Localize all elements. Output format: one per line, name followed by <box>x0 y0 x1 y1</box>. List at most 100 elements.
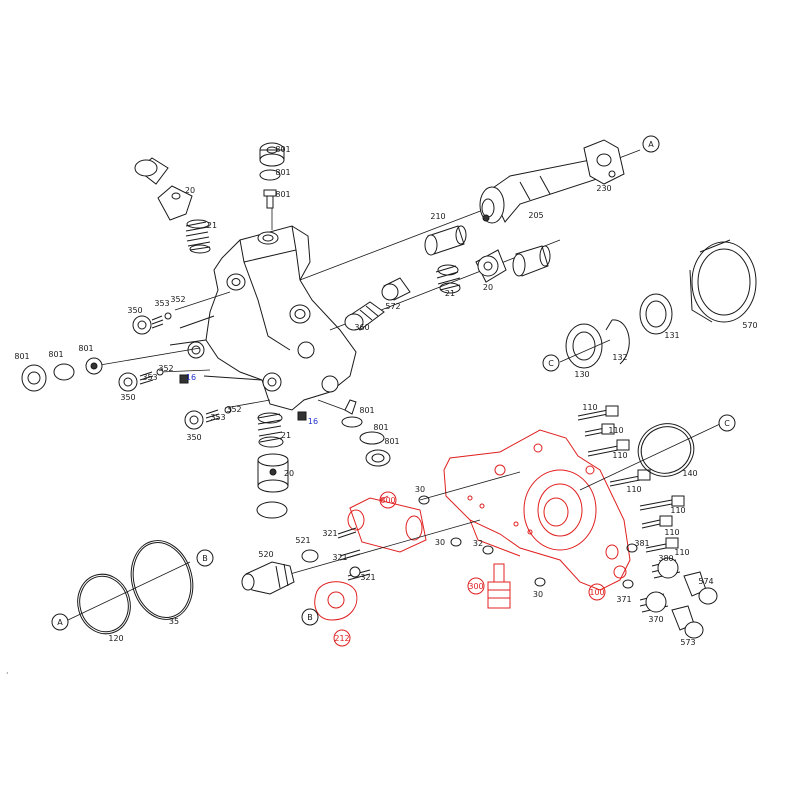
callout-c-right: C <box>718 414 736 432</box>
part-label-371: 371 <box>616 595 631 604</box>
part-label-800: 800 <box>380 496 395 505</box>
part-label-132: 132 <box>612 353 627 362</box>
sensor-520 <box>241 561 295 595</box>
part-label-350: 350 <box>186 433 201 442</box>
part-label-801: 801 <box>78 344 93 353</box>
part-label-370: 370 <box>648 615 663 624</box>
part-label-574: 574 <box>698 577 713 586</box>
callout-a-bottom: A <box>51 613 69 631</box>
part-label-205: 205 <box>528 211 543 220</box>
part-label-801: 801 <box>275 168 290 177</box>
part-label-110: 110 <box>664 528 679 537</box>
part-label-801: 801 <box>275 190 290 199</box>
part-label-110: 110 <box>608 426 623 435</box>
part-label-380: 380 <box>658 554 673 563</box>
part-label-350: 350 <box>127 306 142 315</box>
part-label-321: 321 <box>322 529 337 538</box>
part-label-352: 352 <box>170 295 185 304</box>
part-label-21: 21 <box>281 431 291 440</box>
callout-b-bottom: B <box>301 608 319 626</box>
spring-upper-left <box>185 219 211 254</box>
part-label-20: 20 <box>284 469 294 478</box>
valve-800 <box>347 495 427 553</box>
plug-right-801 <box>341 399 391 467</box>
pump-housing <box>169 225 357 411</box>
part-label-110: 110 <box>582 403 597 412</box>
part-label-353: 353 <box>142 373 157 382</box>
valves-right-group <box>622 543 718 639</box>
part-label-120: 120 <box>108 634 123 643</box>
callout-b-mid: B <box>196 549 214 567</box>
callout-c-right-label: C <box>724 419 730 428</box>
valve-group-3 <box>184 406 232 430</box>
part-label-30: 30 <box>533 590 543 599</box>
part-label-35: 35 <box>169 617 179 626</box>
part-label-321: 321 <box>360 573 375 582</box>
part-label-32: 32 <box>473 539 483 548</box>
valve-360 <box>344 301 385 331</box>
coupling-230 <box>583 139 625 185</box>
part-label-131: 131 <box>664 331 679 340</box>
part-label-801: 801 <box>359 406 374 415</box>
callout-a-top-label: A <box>648 140 654 149</box>
red-label-rings <box>333 491 606 647</box>
part-label-360: 360 <box>354 323 369 332</box>
callout-c-left: C <box>542 354 560 372</box>
part-label-350: 350 <box>120 393 135 402</box>
bushing-210 <box>424 225 467 256</box>
callout-a-top: A <box>642 135 660 153</box>
part-label-130: 130 <box>574 370 589 379</box>
part-label-573: 573 <box>680 638 695 647</box>
corner-mark: · <box>6 669 9 678</box>
part-label-521: 521 <box>295 536 310 545</box>
part-label-110: 110 <box>670 506 685 515</box>
cap-572 <box>381 277 411 301</box>
plug-left-801 <box>21 357 103 392</box>
part-label-20: 20 <box>185 186 195 195</box>
part-label-16: 16 <box>308 417 318 426</box>
callout-b-mid-label: B <box>202 554 208 563</box>
part-label-520: 520 <box>258 550 273 559</box>
seal-group <box>559 239 757 369</box>
valve-group-2 <box>118 368 189 392</box>
o-ring-140 <box>579 423 721 491</box>
bolts-110 <box>577 405 685 553</box>
part-label-801: 801 <box>275 145 290 154</box>
washers <box>418 471 546 587</box>
piston-mid-right <box>435 245 551 294</box>
callout-a-bottom-label: A <box>57 618 63 627</box>
gasket-212 <box>314 581 358 621</box>
part-label-801: 801 <box>373 423 388 432</box>
screws-321 <box>289 519 481 581</box>
part-label-20: 20 <box>483 283 493 292</box>
part-label-30: 30 <box>415 485 425 494</box>
callout-c-left-label: C <box>548 359 554 368</box>
piston-upper-left <box>134 157 193 221</box>
part-label-210: 210 <box>430 212 445 221</box>
part-label-21: 21 <box>207 221 217 230</box>
pump-cover-red <box>443 429 631 591</box>
part-label-16: 16 <box>186 373 196 382</box>
top-plug-assembly <box>259 142 285 209</box>
fitting-300 <box>487 563 511 609</box>
part-label-140: 140 <box>682 469 697 478</box>
part-label-353: 353 <box>154 299 169 308</box>
piston-lower <box>256 411 307 519</box>
part-label-353: 353 <box>210 413 225 422</box>
part-label-21: 21 <box>445 289 455 298</box>
valve-group-1 <box>132 312 172 335</box>
part-label-110: 110 <box>674 548 689 557</box>
callout-b-bottom-label: B <box>307 613 313 622</box>
part-label-570: 570 <box>742 321 757 330</box>
part-label-100: 100 <box>589 588 604 597</box>
part-label-801: 801 <box>384 437 399 446</box>
part-label-300: 300 <box>468 582 483 591</box>
part-label-230: 230 <box>596 184 611 193</box>
part-label-212: 212 <box>334 634 349 643</box>
part-label-321: 321 <box>332 553 347 562</box>
part-label-381: 381 <box>634 539 649 548</box>
o-rings-lower-left <box>67 540 194 635</box>
